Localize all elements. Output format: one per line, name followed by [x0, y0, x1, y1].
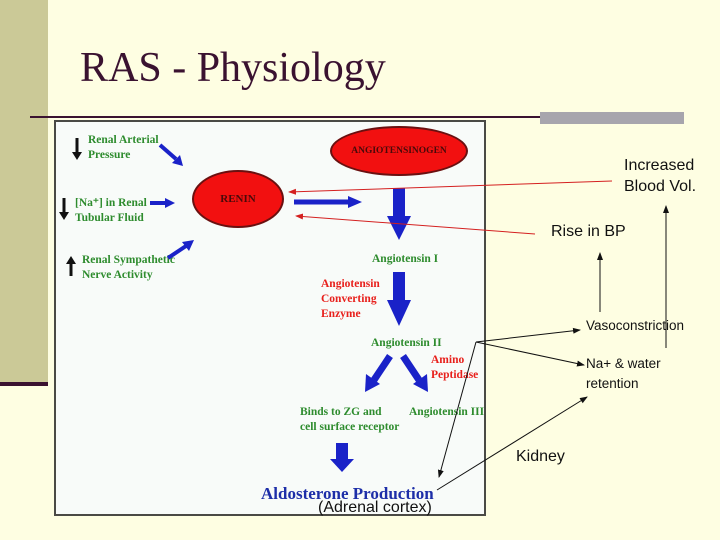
rise-in-bp-label: Rise in BP	[551, 223, 626, 240]
stimulus-sodium-tubular-fluid: [Na⁺] in Renal Tubular Fluid	[75, 197, 147, 224]
kidney-label: Kidney	[516, 448, 565, 465]
arrow-to-na-retention	[436, 396, 588, 491]
blue-arrow	[365, 354, 393, 392]
binds-zg-label: Binds to ZG and cell surface receptor	[300, 406, 400, 433]
arrow-to-renin	[295, 213, 536, 235]
stimulus-renal-sympathetic-activity: Renal Sympathetic Nerve Activity	[82, 254, 175, 281]
arrow-to-vasoconstriction	[475, 327, 581, 343]
angiotensin-2-label: Angiotensin II	[371, 337, 442, 349]
angiotensin-3-label: Angiotensin III	[409, 406, 485, 418]
title-divider-accent	[540, 112, 684, 124]
ace-label: Angiotensin Converting Enzyme	[321, 278, 380, 320]
sodium-water-retention-label: Na+ & water retention	[586, 356, 661, 391]
blue-arrow	[387, 188, 411, 240]
blue-arrow	[150, 198, 175, 208]
stimulus-renal-arterial-pressure: Renal Arterial Pressure	[88, 134, 159, 161]
slide-title: RAS - Physiology	[80, 45, 386, 91]
arrow-to-renin	[288, 180, 613, 195]
sidebar-accent	[0, 0, 48, 382]
down-arrow-icon	[59, 198, 69, 220]
blue-arrow	[158, 143, 183, 166]
blue-arrow	[294, 196, 362, 208]
sidebar-rule	[0, 382, 48, 386]
vasoconstriction-label: Vasoconstriction	[586, 318, 685, 333]
blue-arrow	[166, 240, 194, 260]
blue-arrow	[400, 354, 428, 392]
increased-blood-volume-label: Increased Blood Vol.	[624, 157, 697, 195]
blue-arrow	[387, 272, 411, 326]
up-arrow-icon	[66, 256, 76, 276]
aldosterone-production-label: Aldosterone Production	[261, 484, 434, 503]
title-divider	[30, 116, 684, 118]
blue-arrow	[330, 443, 354, 472]
angiotensinogen-node: ANGIOTENSINOGEN	[330, 126, 468, 176]
angiotensin-1-label: Angiotensin I	[372, 253, 439, 265]
arrow-to-aldosterone	[437, 341, 477, 478]
down-arrow-icon	[72, 138, 82, 160]
adrenal-cortex-label: (Adrenal cortex)	[318, 499, 432, 516]
renin-node: RENIN	[192, 170, 284, 228]
arrow-to-na-retention	[475, 341, 585, 367]
